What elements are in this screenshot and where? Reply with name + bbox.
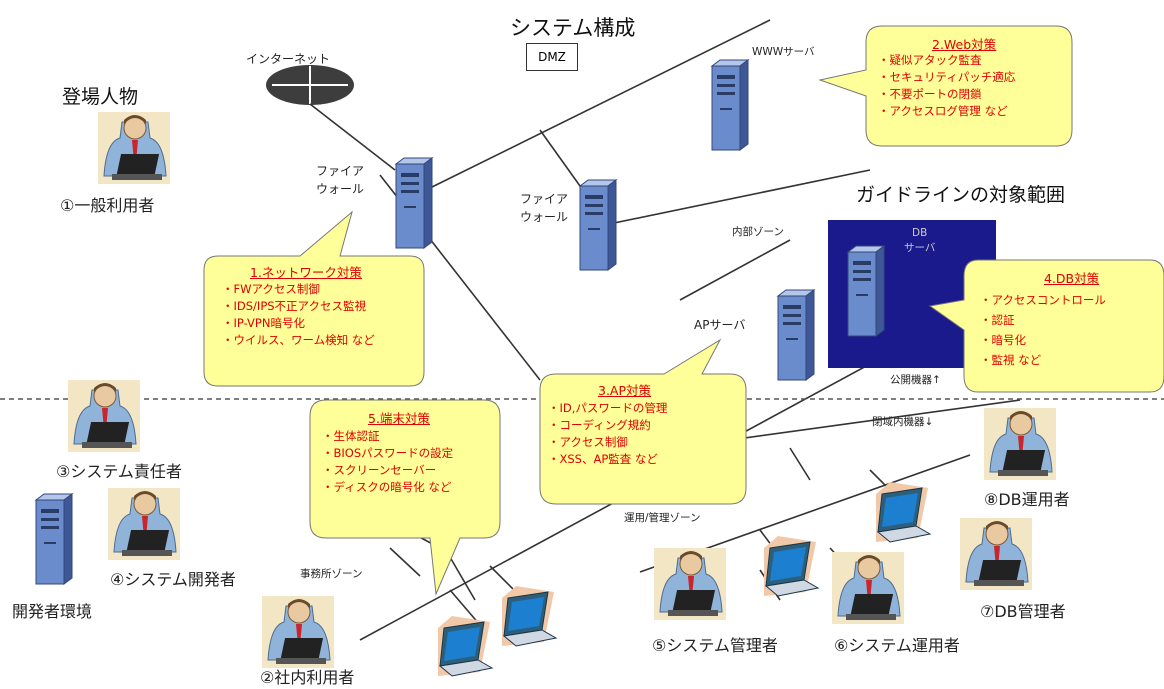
person-label-internal-user: ②社内利用者	[260, 668, 355, 687]
ap-server-label: APサーバ	[694, 318, 746, 332]
diagram-title: システム構成	[510, 16, 636, 40]
firewall2-label: ファイア ウォール	[520, 192, 569, 224]
bubble-db-item: 暗号化	[980, 330, 1106, 350]
laptop-icon-ops-2	[875, 481, 931, 543]
dev-env-server-icon	[35, 493, 73, 585]
person-label-db-operator: ⑧DB運用者	[984, 490, 1070, 509]
person-label-general-user: ①一般利用者	[60, 196, 155, 215]
person-label-db-admin: ⑦DB管理者	[980, 602, 1066, 621]
person-icon-system-developer	[107, 487, 181, 561]
bubble-web-title: 2.Web対策	[932, 37, 997, 52]
bubble-db-item: アクセスコントロール	[980, 290, 1106, 310]
laptop-icon-office-1	[437, 615, 493, 677]
bubble-network-item: FWアクセス制御	[222, 281, 375, 298]
person-icon-db-admin	[959, 517, 1033, 591]
bubble-terminal-item: BIOSパスワードの設定	[322, 445, 454, 462]
laptop-icon-ops-1	[763, 535, 819, 597]
person-icon-db-operator	[983, 407, 1057, 481]
db-server-icon	[847, 245, 885, 337]
bubble-network-item: IP-VPN暗号化	[222, 315, 375, 332]
bubble-ap-item: ID,パスワードの管理	[548, 400, 668, 417]
db-server-label: DB サーバ	[904, 227, 936, 254]
bubble-web-items: 疑似アタック監査 セキュリティパッチ適応 不要ポートの閉鎖 アクセスログ管理 な…	[878, 52, 1016, 120]
person-icon-general-user	[97, 111, 171, 185]
dev-env-label: 開発者環境	[12, 602, 93, 621]
ap-server-icon	[777, 289, 815, 381]
person-label-system-owner: ③システム責任者	[56, 462, 182, 481]
bubble-terminal-items: 生体認証 BIOSパスワードの設定 スクリーンセーバー ディスクの暗号化 など	[322, 428, 454, 496]
bubble-web-item: アクセスログ管理 など	[878, 103, 1015, 120]
scope-heading: ガイドラインの対象範囲	[856, 184, 1066, 206]
bubble-network-items: FWアクセス制御 IDS/IPS不正アクセス監視 IP-VPN暗号化 ウイルス、…	[222, 281, 375, 349]
bubble-web-item: 疑似アタック監査	[878, 52, 1015, 69]
bubble-db-items: アクセスコントロール 認証 暗号化 監視 など	[980, 290, 1106, 370]
firewall1-label: ファイア ウォール	[316, 164, 365, 196]
firewall2-server-icon	[579, 179, 617, 271]
bubble-ap-title: 3.AP対策	[598, 383, 652, 398]
bubble-terminal-item: スクリーンセーバー	[322, 462, 453, 479]
bubble-db-title: 4.DB対策	[1044, 271, 1100, 286]
bubble-terminal-title: 5.端末対策	[368, 411, 430, 426]
internet-icon	[266, 65, 354, 105]
bubble-ap-item: アクセス制御	[548, 434, 667, 451]
www-server-icon	[711, 59, 749, 151]
person-icon-system-operator	[831, 551, 905, 625]
bubble-web-item: 不要ポートの閉鎖	[878, 86, 1015, 103]
dmz-label: DMZ	[526, 43, 578, 71]
internal-zone-label: 内部ゾーン	[732, 226, 784, 238]
www-server-label: WWWサーバ	[752, 46, 815, 58]
public-equipment-label: 公開機器↑	[890, 374, 941, 386]
bubble-ap-item: コーディング規約	[548, 417, 667, 434]
bubble-network-title: 1.ネットワーク対策	[250, 265, 362, 280]
bubble-ap-items: ID,パスワードの管理 コーディング規約 アクセス制御 XSS、AP監査 など	[548, 400, 668, 468]
bubble-terminal-item: 生体認証	[322, 428, 453, 445]
bubble-terminal-item: ディスクの暗号化 など	[322, 479, 453, 496]
bubble-ap-item: XSS、AP監査 など	[548, 451, 667, 468]
cast-heading: 登場人物	[62, 86, 139, 108]
person-icon-system-owner	[67, 379, 141, 453]
person-icon-internal-user	[261, 595, 335, 669]
private-equipment-label: 閉域内機器↓	[872, 416, 934, 428]
person-icon-system-admin	[653, 547, 727, 621]
bubble-network-item: IDS/IPS不正アクセス監視	[222, 298, 375, 315]
person-label-system-admin: ⑤システム管理者	[652, 636, 778, 655]
bubble-network-item: ウイルス、ワーム検知 など	[222, 332, 375, 349]
ops-zone-label: 運用/管理ゾーン	[624, 512, 701, 524]
person-label-system-operator: ⑥システム運用者	[834, 636, 960, 655]
bubble-web-item: セキュリティパッチ適応	[878, 69, 1016, 86]
office-zone-label: 事務所ゾーン	[300, 568, 363, 580]
laptop-icon-office-2	[501, 585, 557, 647]
firewall1-server-icon	[395, 157, 433, 249]
internet-label: インターネット	[246, 52, 331, 66]
person-label-system-developer: ④システム開発者	[110, 570, 236, 589]
bubble-db-item: 監視 など	[980, 350, 1106, 370]
bubble-db-item: 認証	[980, 310, 1106, 330]
